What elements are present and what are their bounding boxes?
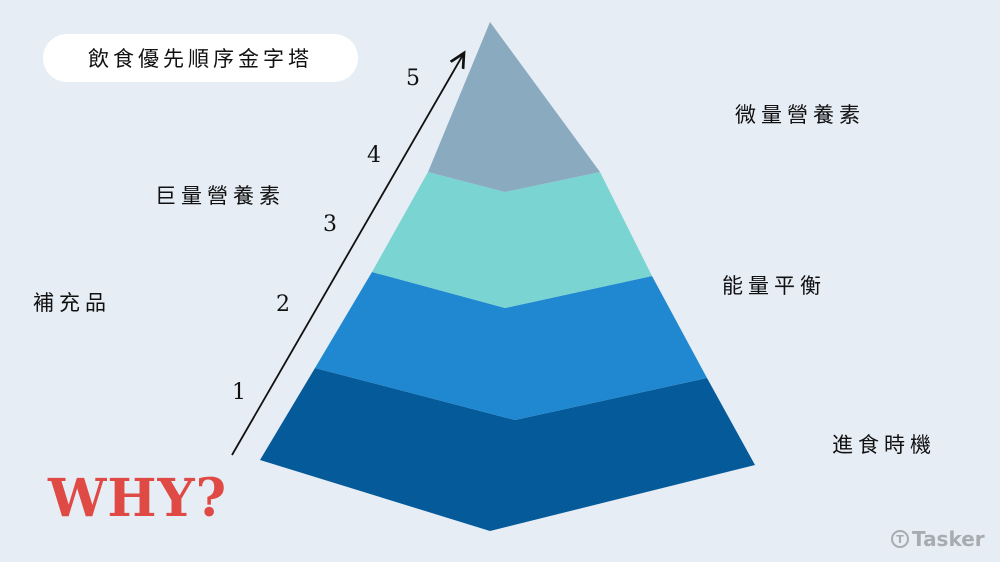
tasker-logo: T Tasker bbox=[891, 527, 985, 551]
step-number-5: 5 bbox=[406, 66, 420, 91]
label-macronutrients: 巨量營養素 bbox=[155, 184, 285, 208]
priority-arrow bbox=[231, 53, 464, 456]
why-heading: WHY? bbox=[48, 468, 228, 529]
pyramid-tier-bottom bbox=[260, 368, 755, 531]
step-number-3: 3 bbox=[323, 212, 337, 237]
label-supplements: 補充品 bbox=[33, 291, 111, 315]
label-energy-balance: 能量平衡 bbox=[722, 274, 826, 298]
pyramid-tier-2 bbox=[372, 172, 652, 308]
pyramid-tier-3 bbox=[315, 272, 707, 420]
title-pill: 飲食優先順序金字塔 bbox=[43, 34, 358, 82]
step-number-4: 4 bbox=[367, 143, 381, 168]
step-number-2: 2 bbox=[276, 292, 290, 317]
step-number-1: 1 bbox=[232, 380, 246, 405]
label-meal-timing: 進食時機 bbox=[832, 433, 936, 457]
tasker-logo-text: Tasker bbox=[912, 527, 985, 551]
label-micronutrients: 微量營養素 bbox=[735, 103, 865, 127]
tasker-logo-icon: T bbox=[891, 530, 909, 548]
pyramid-tier-top bbox=[428, 22, 600, 192]
page-title: 飲食優先順序金字塔 bbox=[88, 47, 313, 71]
